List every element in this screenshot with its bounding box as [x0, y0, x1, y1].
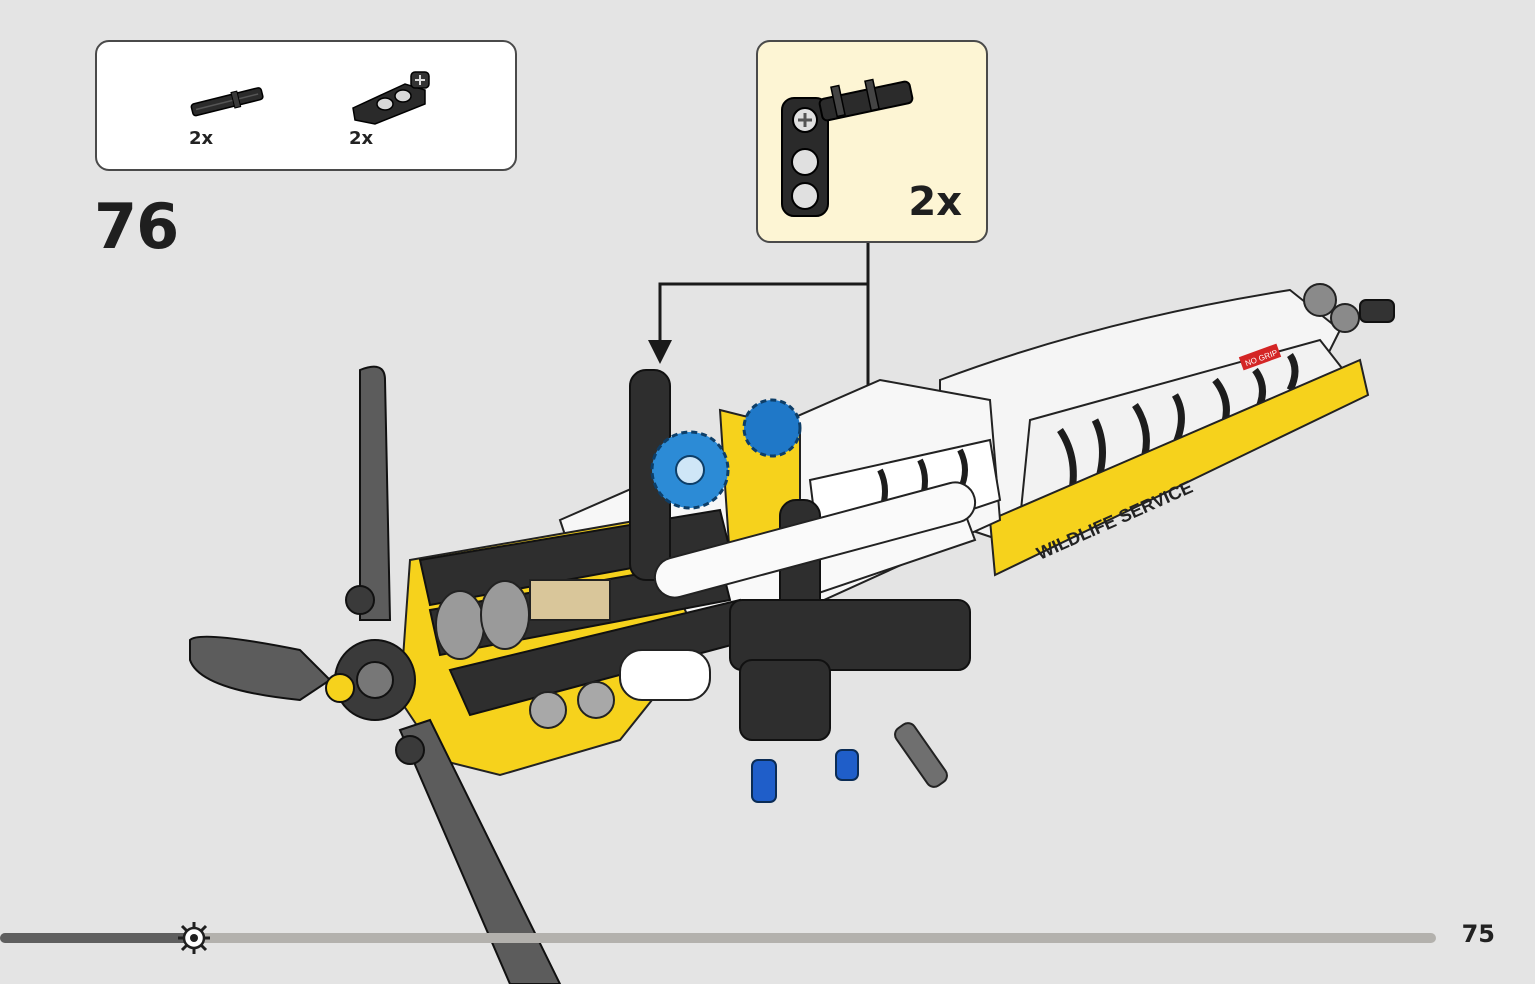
gear-icon	[178, 922, 210, 954]
lower-pins	[751, 722, 948, 803]
tail-boom: WILDLIFE SERVICE NO GRIP	[939, 283, 1395, 577]
propeller	[189, 365, 562, 984]
axle-icon	[190, 87, 264, 117]
wheels	[435, 579, 711, 729]
subassembly-icon	[781, 78, 914, 217]
step-number: 76	[94, 190, 179, 263]
parts-list-box: 2x 2x	[95, 40, 517, 171]
callout-quantity: 2x	[908, 179, 962, 225]
part-quantity: 2x	[349, 128, 374, 149]
progress-fill	[0, 933, 194, 943]
page-number: 75	[1461, 920, 1495, 948]
axle-pin-connector-icon	[352, 71, 430, 125]
subassembly-callout: 2x	[756, 40, 988, 243]
gears	[650, 398, 802, 510]
progress-bar	[0, 933, 1436, 943]
part-quantity: 2x	[189, 128, 214, 149]
